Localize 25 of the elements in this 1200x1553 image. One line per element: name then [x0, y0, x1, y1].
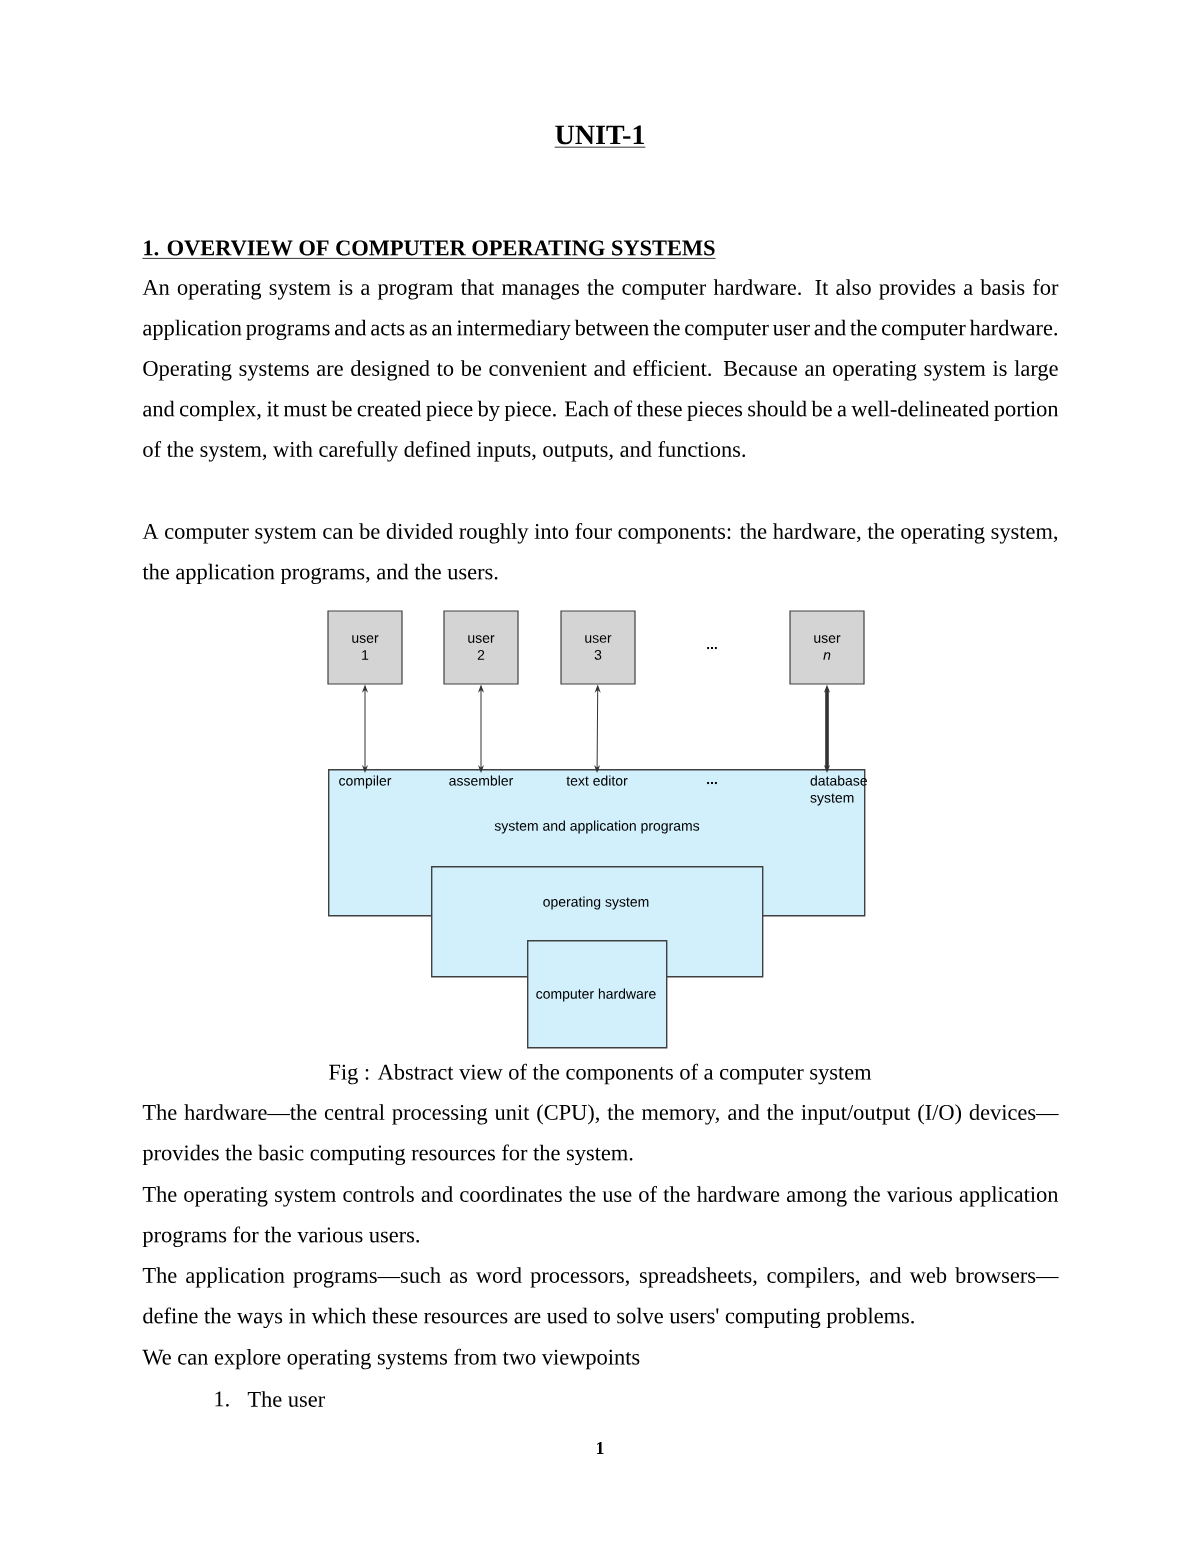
paragraph: The hardware—the central processing unit (CPU), the memory, and the input/output (I/O) devices—provides the basic computing resources for the system. [142, 1104, 1059, 1166]
user-box: user 3 [560, 610, 636, 685]
arrow [478, 685, 484, 773]
figure-caption: Fig : Abstract view of the components of a computer system [329, 1063, 872, 1085]
user-box: user n [789, 610, 865, 685]
user-box: user 2 [443, 610, 519, 685]
text-line: We can explore operating systems from two viewpoints [142, 1348, 640, 1370]
page-number: 1 [596, 1442, 604, 1454]
page-title: UNIT-1 [554, 125, 646, 148]
paragraph: A computer system can be divided roughly into four components: the hardware, the operating system, the application programs, and the users. [142, 523, 1058, 585]
text-line: 1. [215, 1391, 229, 1407]
arrow [594, 685, 601, 773]
layer-box: computer hardware [527, 940, 668, 1049]
program-label: text editor [566, 775, 628, 786]
arrow [362, 685, 368, 773]
paragraph: The application programs—such as word processors, spreadsheets, compilers, and web browsers—define the ways in which these resources are used to solve users' computing problems. [142, 1267, 1059, 1329]
program-label: assembler [449, 775, 514, 786]
section-heading: 1. OVERVIEW OF COMPUTER OPERATING SYSTEMS [142, 240, 716, 259]
user-box: user 1 [327, 610, 403, 685]
paragraph: An operating system is a program that manages the computer hardware. It also provides a basis for application programs and acts as an intermediary between the computer user and the computer hardware. Operating systems are designed to be convenient and efficient. Because an operating system is large and complex, it must be created piece by piece. Each of these pieces should be a well-delineated portion of the system, with carefully defined inputs, outputs, and functions. [142, 279, 1059, 462]
paragraph: The operating system controls and coordinates the use of the hardware among the various application programs for the various users. [142, 1186, 1059, 1248]
text-line: The user [247, 1391, 325, 1407]
ellipsis: ... [707, 782, 717, 785]
ellipsis: ... [707, 647, 717, 650]
program-label: compiler [339, 775, 392, 789]
